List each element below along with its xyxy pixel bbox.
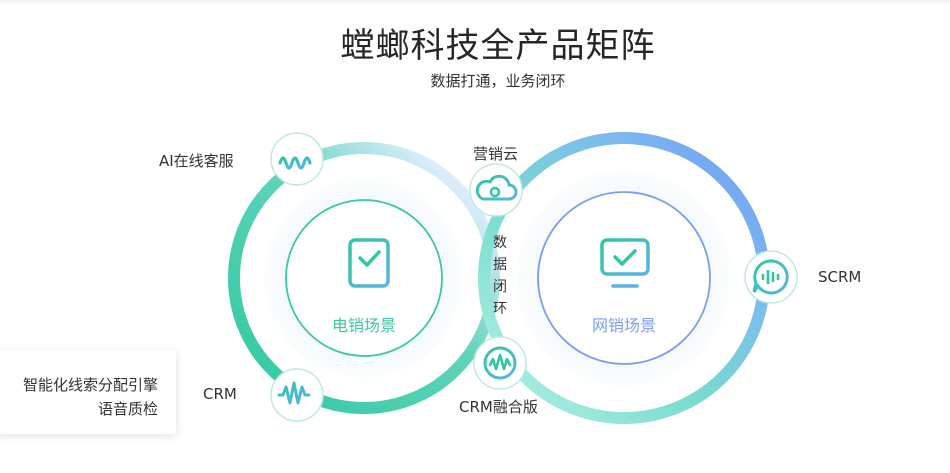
crm-fusion-bubble: [473, 336, 527, 390]
top-divider: [0, 0, 950, 6]
phone-screen-check-icon: [348, 238, 390, 288]
left-scene-label: 电销场景: [331, 316, 396, 335]
left-outer-ring: [228, 142, 500, 414]
crm-label: CRM: [203, 385, 237, 403]
chat-bubble-icon: [752, 259, 789, 295]
scrm-label: SCRM: [818, 268, 862, 286]
data-loop-label: 数据闭环: [493, 235, 507, 317]
wave-icon: [278, 156, 312, 170]
ai-service-label: AI在线客服: [159, 152, 234, 170]
circle-wave-icon: [488, 353, 512, 371]
marketing-cloud-label: 营销云: [473, 145, 519, 163]
crm-bubble: [270, 368, 324, 422]
crm-feature-tooltip: 智能化线索分配引擎 语音质检: [0, 350, 176, 434]
monitor-check-icon: [600, 238, 650, 288]
tooltip-line-1: 智能化线索分配引擎: [22, 376, 158, 394]
page-subtitle: 数据打通，业务闭环: [430, 72, 566, 90]
cloud-icon: [475, 174, 518, 201]
soundwave-icon: [277, 381, 311, 405]
page-title: 螳螂科技全产品矩阵: [340, 26, 656, 66]
tooltip-line-2: 语音质检: [97, 400, 158, 418]
marketing-cloud-bubble: [469, 163, 523, 217]
scrm-bubble: [744, 250, 798, 304]
right-scene-label: 网销场景: [591, 316, 656, 335]
crm-fusion-label: CRM融合版: [459, 398, 538, 416]
ai-service-bubble: [270, 132, 324, 186]
left-inner-circle: [285, 199, 443, 357]
